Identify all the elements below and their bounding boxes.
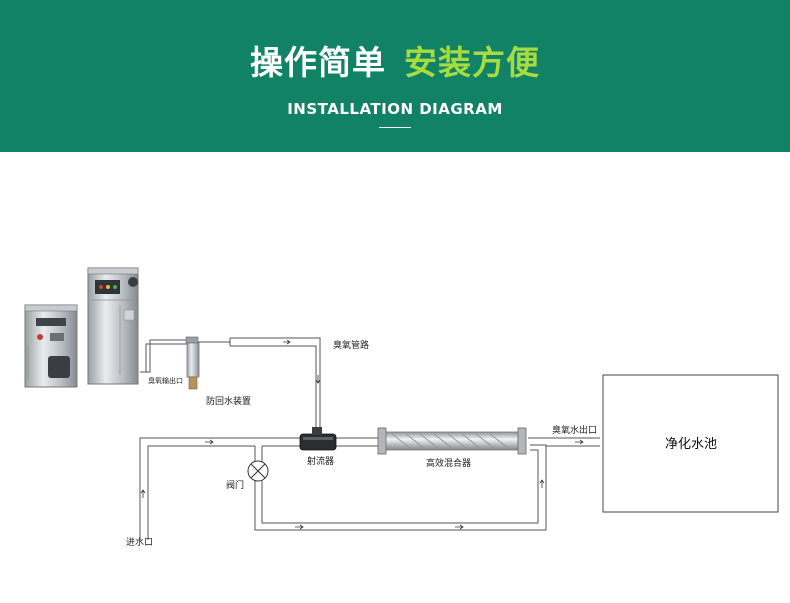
label-ozone-pipe: 臭氧管路: [333, 339, 369, 351]
purification-pool: [602, 374, 779, 513]
backflow-device: [185, 336, 200, 390]
label-ozone-outlet: 臭氧输出口: [148, 376, 183, 385]
large-ozone-generator: [87, 267, 139, 385]
title-accent: 安装方便: [404, 43, 540, 82]
valve-icon: [247, 460, 269, 482]
installation-diagram: 臭氧输出口 防回水装置 臭氧管路 射流器 高效混合器 臭氧水出口 净化水池 阀门…: [24, 267, 779, 548]
label-jet: 射流器: [307, 455, 334, 467]
label-mixer: 高效混合器: [426, 457, 471, 469]
label-water-inlet: 进水口: [126, 536, 153, 548]
page-title: 操作简单安装方便: [0, 36, 790, 84]
small-ozone-generator: [24, 304, 78, 388]
label-valve: 阀门: [226, 479, 244, 491]
page-subtitle: INSTALLATION DIAGRAM: [287, 100, 503, 118]
water-pipes: [139, 437, 600, 540]
high-efficiency-mixer: [377, 427, 527, 455]
jet-ejector: [299, 427, 337, 451]
ozone-pipe: [198, 337, 321, 430]
label-pool: 净化水池: [665, 437, 717, 452]
label-backflow-device: 防回水装置: [206, 395, 251, 407]
title-main: 操作简单: [250, 43, 386, 82]
label-ozone-water-outlet: 臭氧水出口: [552, 424, 597, 436]
title-underline: [379, 127, 411, 128]
header-banner: 操作简单安装方便 INSTALLATION DIAGRAM: [0, 0, 790, 152]
ozone-output-line: [140, 339, 190, 373]
